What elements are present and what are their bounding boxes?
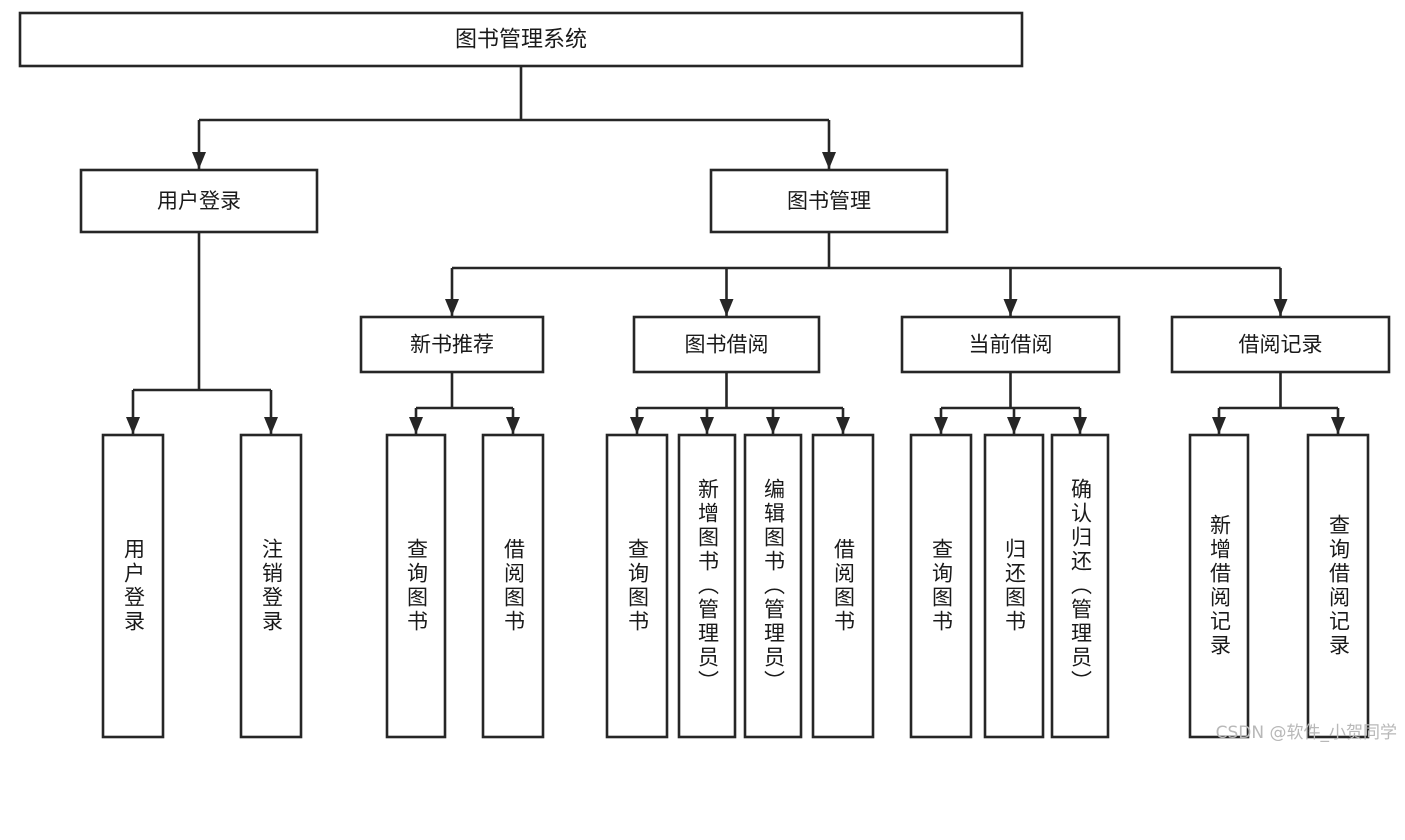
leaf-node-0 [101, 433, 165, 739]
arrow-head-icon [1007, 417, 1021, 434]
node-label: 用户登录 [157, 189, 241, 213]
arrow-head-icon [1073, 417, 1087, 434]
level2-node-0: 用户登录 [79, 168, 319, 234]
level3-node-1: 图书借阅 [632, 315, 821, 374]
arrow-head-icon [1003, 299, 1018, 316]
arrow-head-icon [719, 299, 734, 316]
leaf-node-12 [1306, 433, 1370, 739]
node-label: 当前借阅 [969, 333, 1053, 357]
node-rect [79, 168, 319, 234]
node-label: 图书管理系统 [455, 28, 587, 53]
node-rect [709, 168, 949, 234]
arrow-head-icon [506, 417, 520, 434]
arrow-head-icon [934, 417, 948, 434]
level3-node-3: 借阅记录 [1170, 315, 1391, 374]
leaf-node-4 [605, 433, 669, 739]
node-label: 图书管理 [787, 189, 871, 213]
level3-node-0: 新书推荐 [359, 315, 545, 374]
arrow-head-icon [630, 417, 644, 434]
arrow-head-icon [836, 417, 850, 434]
node-label: 新书推荐 [410, 333, 494, 357]
leaf-node-9 [983, 433, 1045, 739]
arrow-head-icon [126, 417, 140, 434]
leaf-node-10 [1050, 433, 1110, 739]
arrow-head-icon [1273, 299, 1288, 316]
node-label: 借阅记录 [1239, 333, 1323, 357]
leaf-node-7 [811, 433, 875, 739]
diagram-root: 图书管理系统用户登录图书管理新书推荐图书借阅当前借阅借阅记录 用户登录注销登录查… [18, 11, 1397, 743]
arrow-head-icon [264, 417, 278, 434]
arrow-head-icon [409, 417, 423, 434]
node-rect [1170, 315, 1391, 374]
node-rect [632, 315, 821, 374]
leaf-node-2 [385, 433, 447, 739]
arrow-head-icon [822, 152, 836, 169]
node-label: 图书借阅 [685, 333, 769, 357]
leaf-node-3 [481, 433, 545, 739]
leaf-node-8 [909, 433, 973, 739]
node-rect [900, 315, 1121, 374]
leaf-node-5 [677, 433, 737, 739]
leaf-node-6 [743, 433, 803, 739]
leaf-node-11 [1188, 433, 1250, 739]
leaf-node-1 [239, 433, 303, 739]
level2-node-1: 图书管理 [709, 168, 949, 234]
root-node: 图书管理系统 [18, 11, 1024, 68]
node-rect [359, 315, 545, 374]
arrow-head-icon [1331, 417, 1345, 434]
arrow-head-icon [1212, 417, 1226, 434]
arrow-head-icon [700, 417, 714, 434]
arrow-head-icon [192, 152, 206, 169]
node-rect [18, 11, 1024, 68]
watermark-text: CSDN @软件_小贺同学 [1215, 723, 1397, 743]
level3-node-2: 当前借阅 [900, 315, 1121, 374]
arrow-head-icon [766, 417, 780, 434]
arrow-head-icon [445, 299, 459, 316]
